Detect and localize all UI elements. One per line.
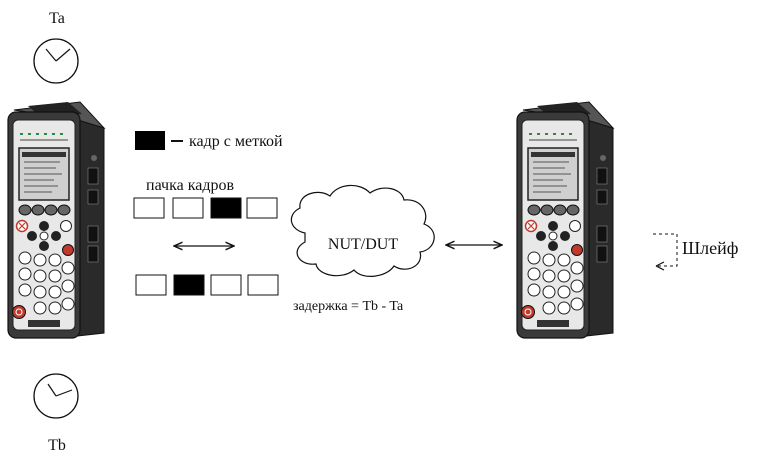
frame: [247, 274, 279, 296]
frame-marked: [210, 197, 242, 219]
legend-label: кадр с меткой: [189, 133, 283, 150]
delay-label: задержка = Tb - Ta: [293, 299, 404, 314]
clock-bottom-label: Tb: [48, 437, 66, 454]
frame-burst-bottom: [135, 274, 279, 296]
frame: [210, 274, 242, 296]
frame: [246, 197, 278, 219]
frame: [135, 274, 167, 296]
clock-top-label: Ta: [49, 10, 65, 27]
frame-marked: [173, 274, 205, 296]
tester-device-left: [7, 101, 105, 339]
loop-label: Шлейф: [682, 238, 738, 258]
frame-burst-top: [133, 197, 278, 219]
clock-top-icon: [33, 38, 79, 84]
network-cloud: [290, 184, 435, 277]
burst-label: пачка кадров: [146, 177, 234, 194]
loopback-arrow: [653, 233, 678, 271]
frame: [133, 197, 165, 219]
tester-device-right: [516, 101, 614, 339]
network-label: NUT/DUT: [328, 236, 398, 253]
frame: [172, 197, 204, 219]
legend-marked-frame-swatch: [135, 131, 165, 150]
clock-bottom-icon: [33, 373, 79, 419]
